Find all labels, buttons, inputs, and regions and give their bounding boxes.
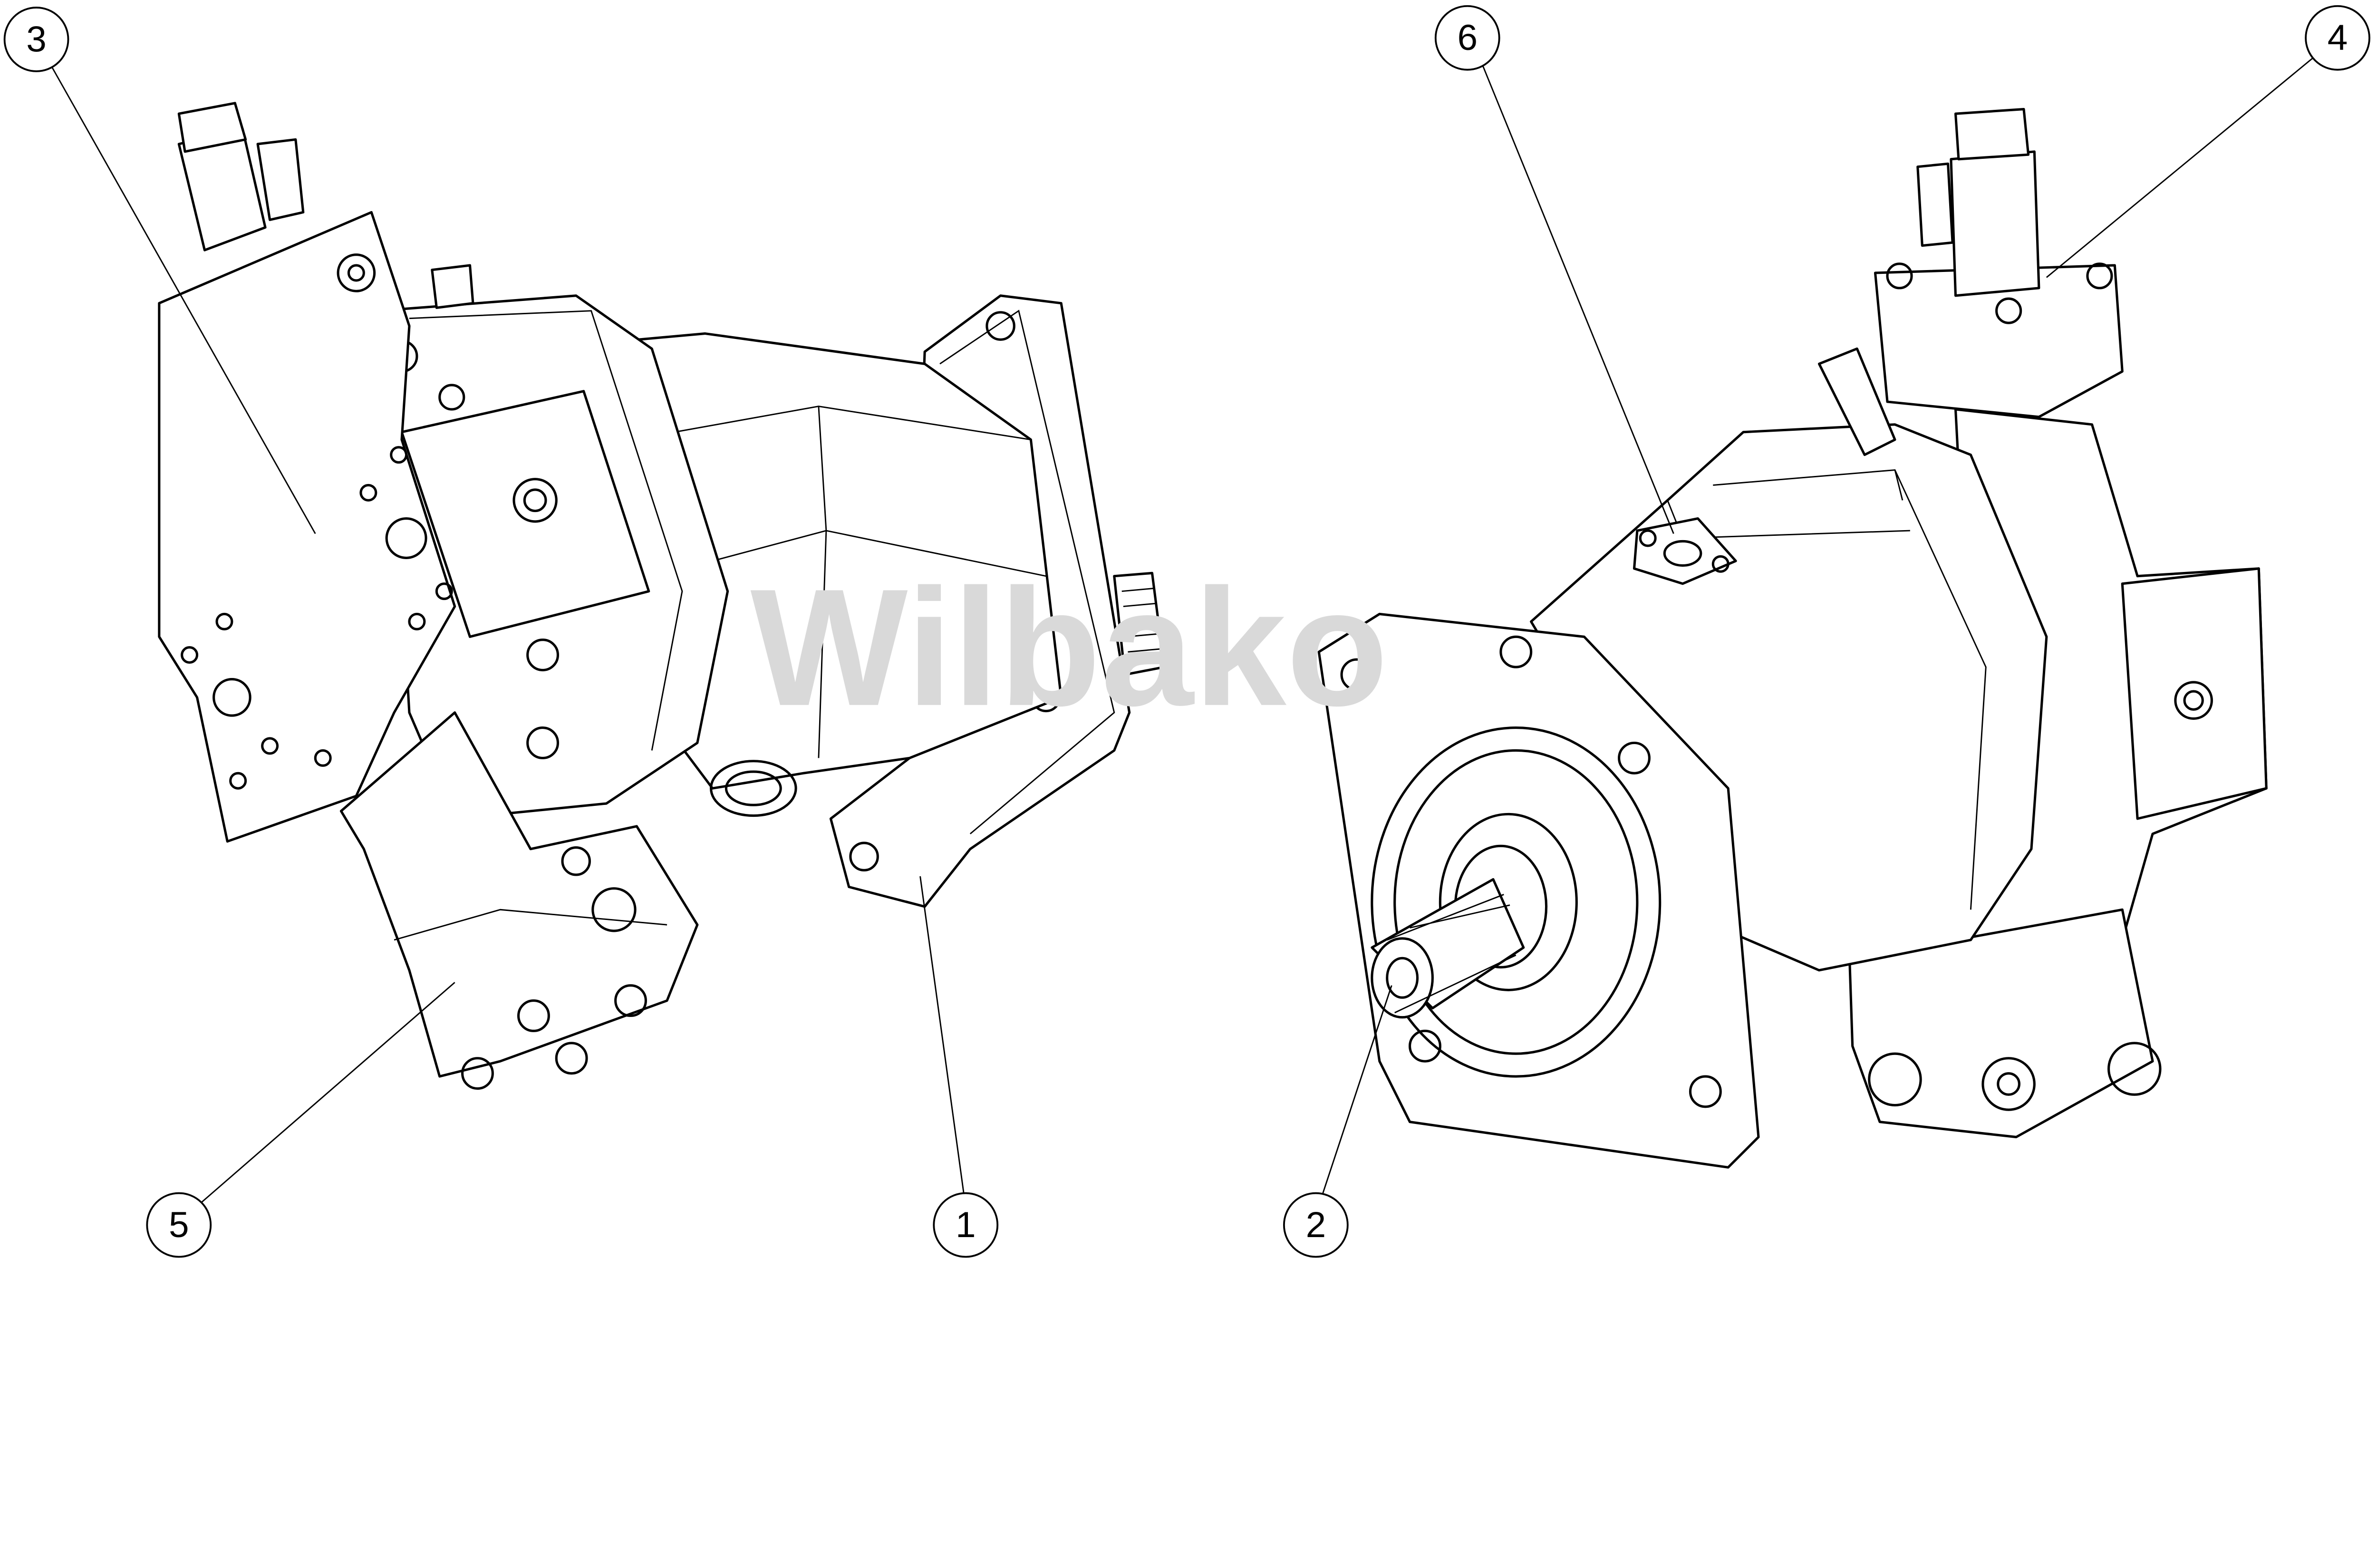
right-port-pad — [1633, 517, 1737, 585]
callout-5: 5 — [146, 1192, 212, 1258]
leader-line-1 — [919, 876, 965, 1197]
right-bottom-valve — [1848, 908, 2154, 1139]
svg-text:1: 1 — [956, 1205, 976, 1245]
left-plate — [158, 211, 456, 843]
right-motor — [1317, 108, 2268, 1169]
leader-line-6 — [1482, 65, 1674, 534]
callout-4: 4 — [2305, 5, 2370, 71]
callout-1: 1 — [933, 1192, 999, 1258]
left-control-block — [400, 390, 650, 638]
svg-text:2: 2 — [1306, 1205, 1326, 1245]
left-bottom-valve — [339, 711, 699, 1078]
callouts: 1 2 3 4 5 6 — [3, 5, 2370, 1258]
hydraulic-motor-diagram: 1 2 3 4 5 6 Wilbako — [3, 5, 2370, 1258]
watermark: Wilbako — [750, 554, 1388, 741]
right-top-valve — [1874, 264, 2124, 418]
leader-line-3 — [49, 63, 316, 534]
leader-line-2 — [1321, 985, 1392, 1197]
svg-text:6: 6 — [1457, 18, 1478, 58]
left-motor — [158, 102, 1166, 1090]
svg-text:3: 3 — [26, 19, 47, 59]
callout-6: 6 — [1434, 5, 1500, 71]
left-housing — [620, 332, 1063, 790]
leader-line-4 — [2046, 57, 2314, 278]
leader-line-5 — [201, 982, 455, 1203]
svg-text:4: 4 — [2328, 18, 2348, 58]
callout-2: 2 — [1283, 1192, 1349, 1258]
callout-3: 3 — [3, 7, 69, 72]
svg-text:5: 5 — [169, 1205, 189, 1245]
